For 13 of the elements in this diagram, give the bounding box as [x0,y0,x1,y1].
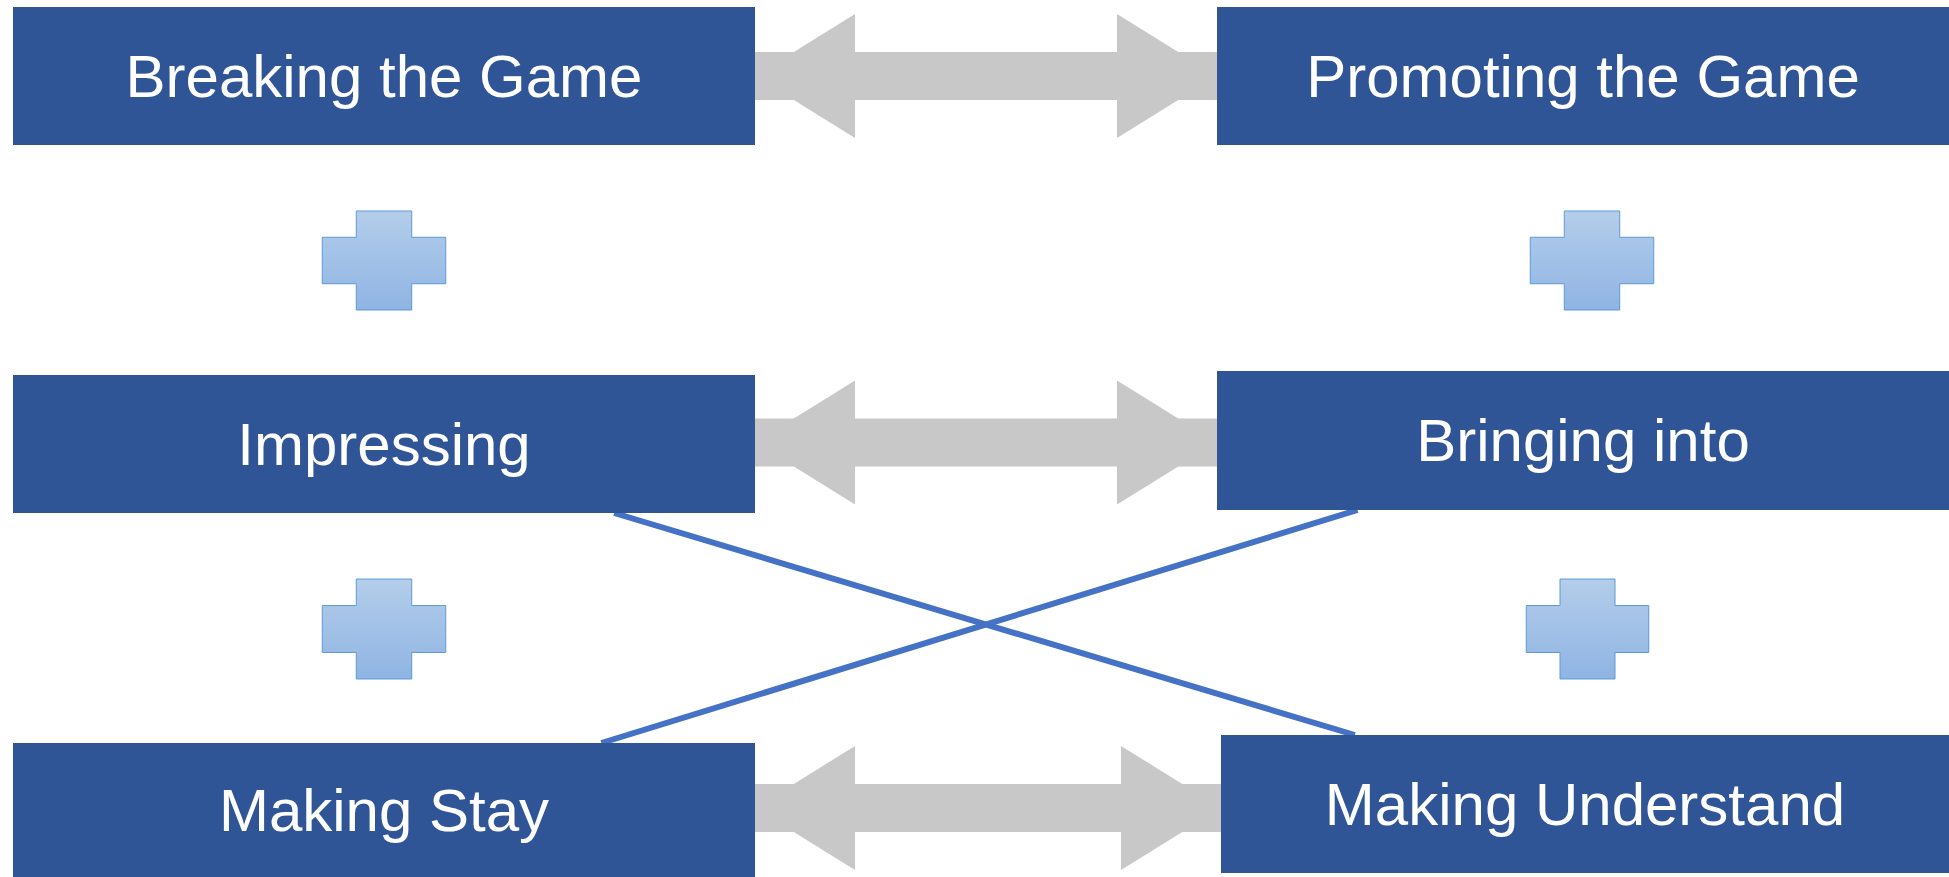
process-box: Making Understand [1221,735,1949,873]
plus-sign [1525,578,1650,680]
process-box: Making Stay [13,743,755,877]
process-box: Breaking the Game [13,7,755,145]
double-arrow [755,380,1217,505]
plus-sign [1529,210,1655,311]
process-box: Bringing into [1217,371,1949,510]
process-box: Impressing [13,375,755,513]
process-box: Promoting the Game [1217,7,1949,145]
double-arrow [755,746,1221,870]
double-arrow [755,14,1217,138]
plus-sign [321,578,447,680]
plus-sign [321,210,447,311]
